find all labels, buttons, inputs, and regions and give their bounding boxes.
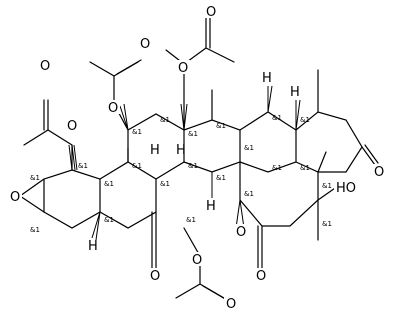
atom-carbonyl-o-c6: O [150, 269, 160, 284]
atom-h-mid-right: H [262, 71, 272, 86]
stereo-label: &1 [104, 216, 114, 224]
stereo-label: &1 [216, 174, 226, 182]
atom-acetate-o-mid: O [108, 101, 118, 116]
stereo-label: &1 [104, 180, 114, 188]
stereo-label: &1 [186, 216, 196, 224]
atom-h-c8: H [150, 143, 160, 158]
stereo-label: &1 [188, 162, 198, 170]
stereo-label: &1 [188, 130, 198, 138]
atom-labels: O O O O O O O O HO O O O O O [8, 4, 386, 312]
atom-hydroxyl: HO [336, 181, 356, 196]
stereo-label: &1 [160, 116, 170, 124]
atom-h-top-right: H [290, 85, 300, 100]
stereo-label: &1 [322, 220, 332, 228]
hydrogen-labels: H H H H H H [88, 71, 300, 254]
stereo-bonds [68, 85, 301, 241]
stereo-label: &1 [244, 144, 254, 152]
atom-h-c5: H [88, 239, 98, 254]
stereo-label: &1 [244, 190, 254, 198]
stereo-label: &1 [78, 162, 88, 170]
atom-acetate-o-bottom: O [192, 253, 202, 268]
stereo-label: &1 [216, 122, 226, 130]
atom-epoxide-o: O [10, 190, 20, 205]
atom-acetate-o-top-carbonyl: O [206, 5, 216, 20]
atom-ring-o: O [236, 225, 246, 240]
atom-acetate-o-mid-carbonyl: O [140, 37, 150, 52]
atom-acetate-o-bottom-carbonyl: O [226, 297, 236, 312]
stereo-label: &1 [30, 226, 40, 234]
atom-acetate-o-left: O [67, 119, 77, 134]
atom-h-c9: H [176, 143, 186, 158]
atom-carbonyl-o-lactone: O [256, 269, 266, 284]
atom-acetate-o-top: O [178, 61, 188, 76]
stereo-annotations: &1 &1 &1 &1 &1 &1 &1 &1 &1 &1 &1 &1 &1 &… [30, 114, 332, 234]
stereo-label: &1 [132, 128, 142, 136]
atom-carbonyl-o-ketone: O [374, 165, 384, 180]
stereo-label: &1 [272, 164, 282, 172]
stereo-label: &1 [272, 114, 282, 122]
atom-h-c14: H [206, 199, 216, 214]
stereo-label: &1 [322, 182, 332, 190]
stereo-label: &1 [160, 180, 170, 188]
stereo-label: &1 [30, 174, 40, 182]
stereo-label: &1 [300, 164, 310, 172]
stereo-label: &1 [300, 116, 310, 124]
stereo-label: &1 [132, 162, 142, 170]
atom-acetate-o-left-carbonyl: O [40, 59, 50, 74]
